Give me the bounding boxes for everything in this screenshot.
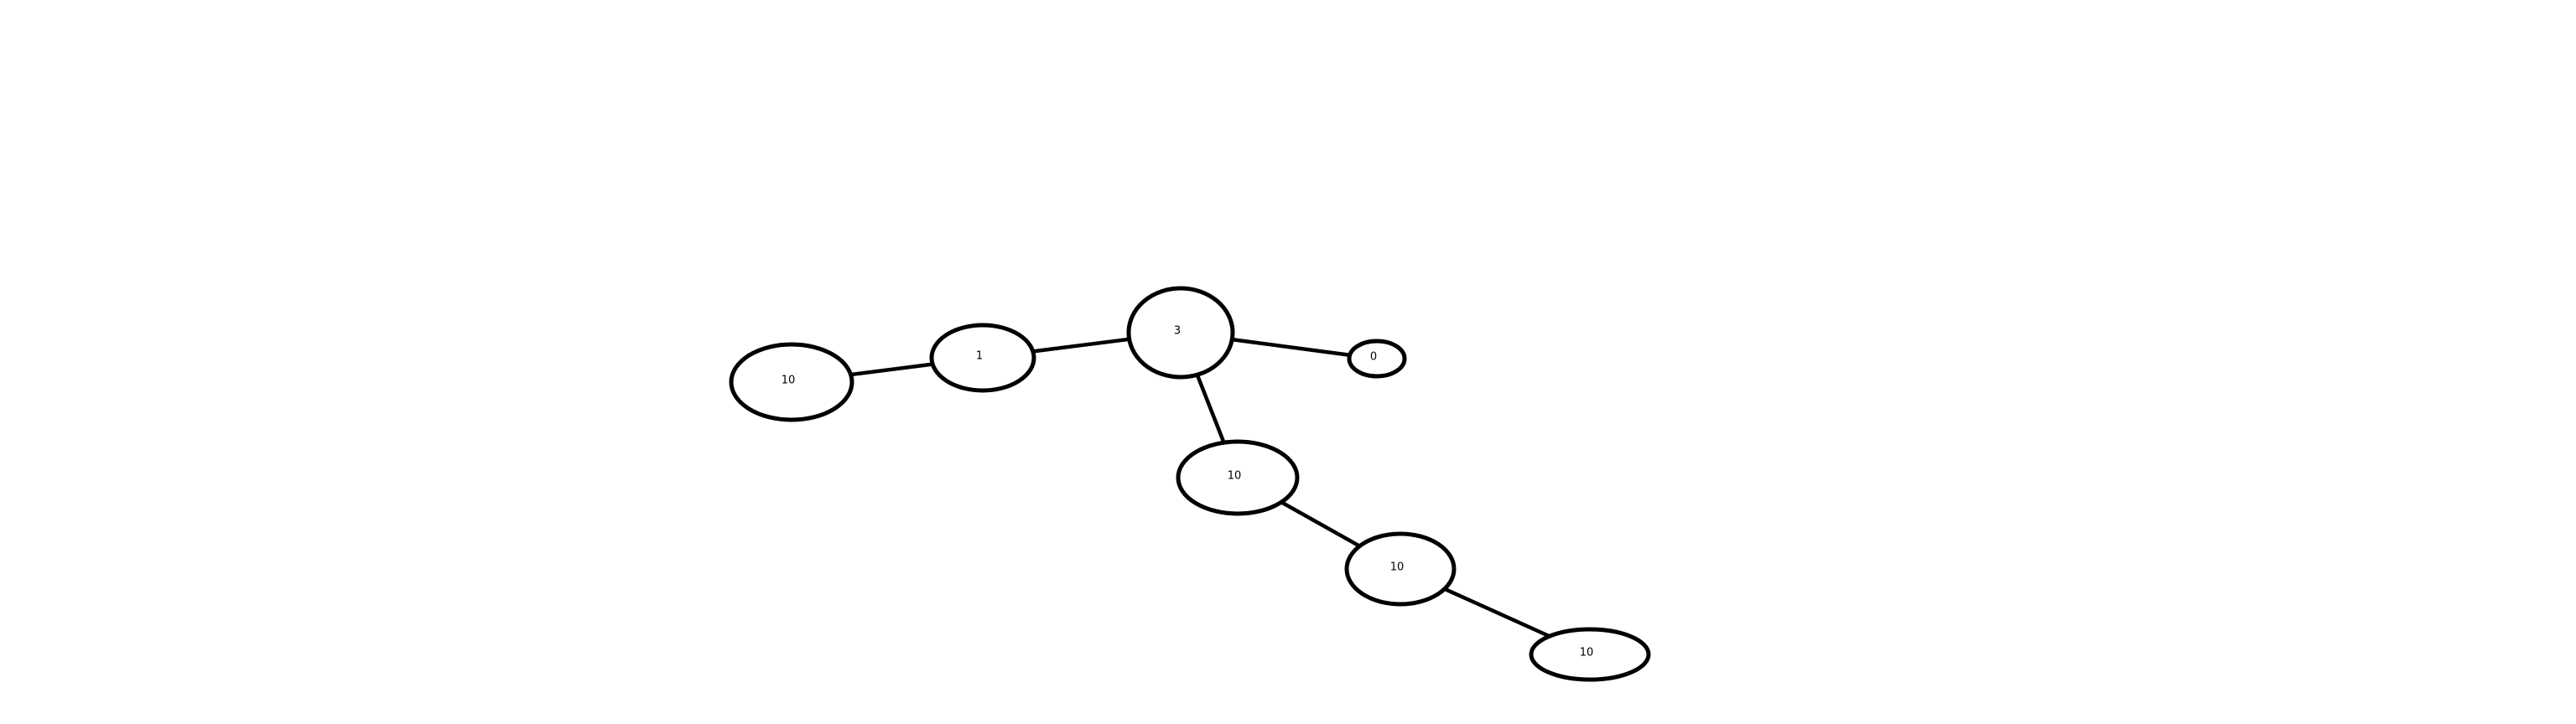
edge-n_root-n_mid xyxy=(1195,372,1226,445)
node-label: 10 xyxy=(782,375,796,387)
tree-node: 10 xyxy=(729,342,854,422)
node-label: 10 xyxy=(1228,470,1242,483)
edge-n_one-n_root xyxy=(1031,337,1131,354)
node-label: 10 xyxy=(1580,647,1594,659)
node-ellipse xyxy=(1176,439,1300,516)
edges-layer xyxy=(849,337,1552,639)
node-ellipse xyxy=(1344,531,1457,607)
node-label: 0 xyxy=(1370,351,1377,364)
edge-n_left-n_one xyxy=(849,362,935,377)
edge-n_mid-n_lower xyxy=(1279,499,1362,548)
node-ellipse xyxy=(1126,286,1235,380)
tree-node: 10 xyxy=(1529,627,1651,682)
node-ellipse xyxy=(929,323,1036,393)
node-ellipse xyxy=(1347,339,1407,379)
node-label: 1 xyxy=(976,350,983,363)
node-ellipse xyxy=(729,342,854,422)
edge-n_root-n_zero xyxy=(1230,337,1352,357)
edge-n_lower-n_bottom xyxy=(1442,587,1552,639)
nodes-layer: 10 1 3 0 10 10 10 xyxy=(729,286,1651,682)
tree-node: 0 xyxy=(1347,339,1407,379)
tree-node: 10 xyxy=(1176,439,1300,516)
node-label: 3 xyxy=(1174,325,1181,338)
node-label: 10 xyxy=(1390,561,1405,574)
tree-node: 10 xyxy=(1344,531,1457,607)
tree-node: 1 xyxy=(929,323,1036,393)
tree-node: 3 xyxy=(1126,286,1235,380)
node-ellipse xyxy=(1529,627,1651,682)
